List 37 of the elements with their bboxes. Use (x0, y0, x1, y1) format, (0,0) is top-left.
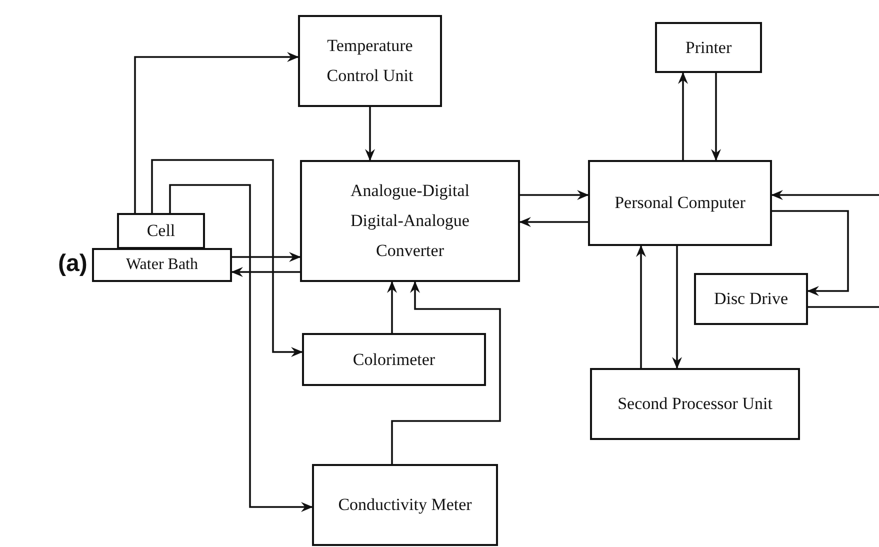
box-label: Disc Drive (714, 288, 788, 310)
process-box (300, 160, 520, 282)
arrow (391, 281, 501, 464)
arrow (771, 190, 879, 200)
process-box (312, 464, 498, 546)
arrow (678, 72, 688, 160)
process-box (588, 160, 772, 246)
arrow (169, 184, 313, 512)
process-box (92, 248, 232, 282)
box-label: Conductivity Meter (338, 494, 472, 516)
process-box (590, 368, 800, 440)
box-label: Analogue-Digital Digital-Analogue Converter (350, 180, 470, 262)
arrow (520, 190, 589, 200)
panel-label: (a) (58, 250, 88, 278)
arrow (365, 107, 375, 161)
box-label: Temperature Control Unit (326, 35, 414, 87)
arrow (636, 245, 646, 368)
process-box (302, 333, 486, 386)
process-box (117, 213, 205, 249)
arrow (711, 73, 721, 161)
arrow (672, 246, 682, 369)
arrow (231, 267, 300, 277)
box-label: Personal Computer (614, 192, 746, 214)
arrow (519, 217, 588, 227)
arrow (151, 159, 303, 357)
process-box (655, 22, 762, 73)
arrow (134, 52, 299, 213)
arrow (772, 210, 849, 296)
arrow (232, 252, 301, 262)
box-label: Printer (685, 36, 732, 59)
arrow (387, 281, 397, 333)
process-box (298, 15, 442, 107)
box-label: Second Processor Unit (618, 393, 772, 416)
box-label: Cell (146, 220, 176, 242)
process-box (694, 273, 808, 325)
box-label: Colorimeter (352, 348, 436, 371)
box-label: Water Bath (126, 255, 198, 275)
